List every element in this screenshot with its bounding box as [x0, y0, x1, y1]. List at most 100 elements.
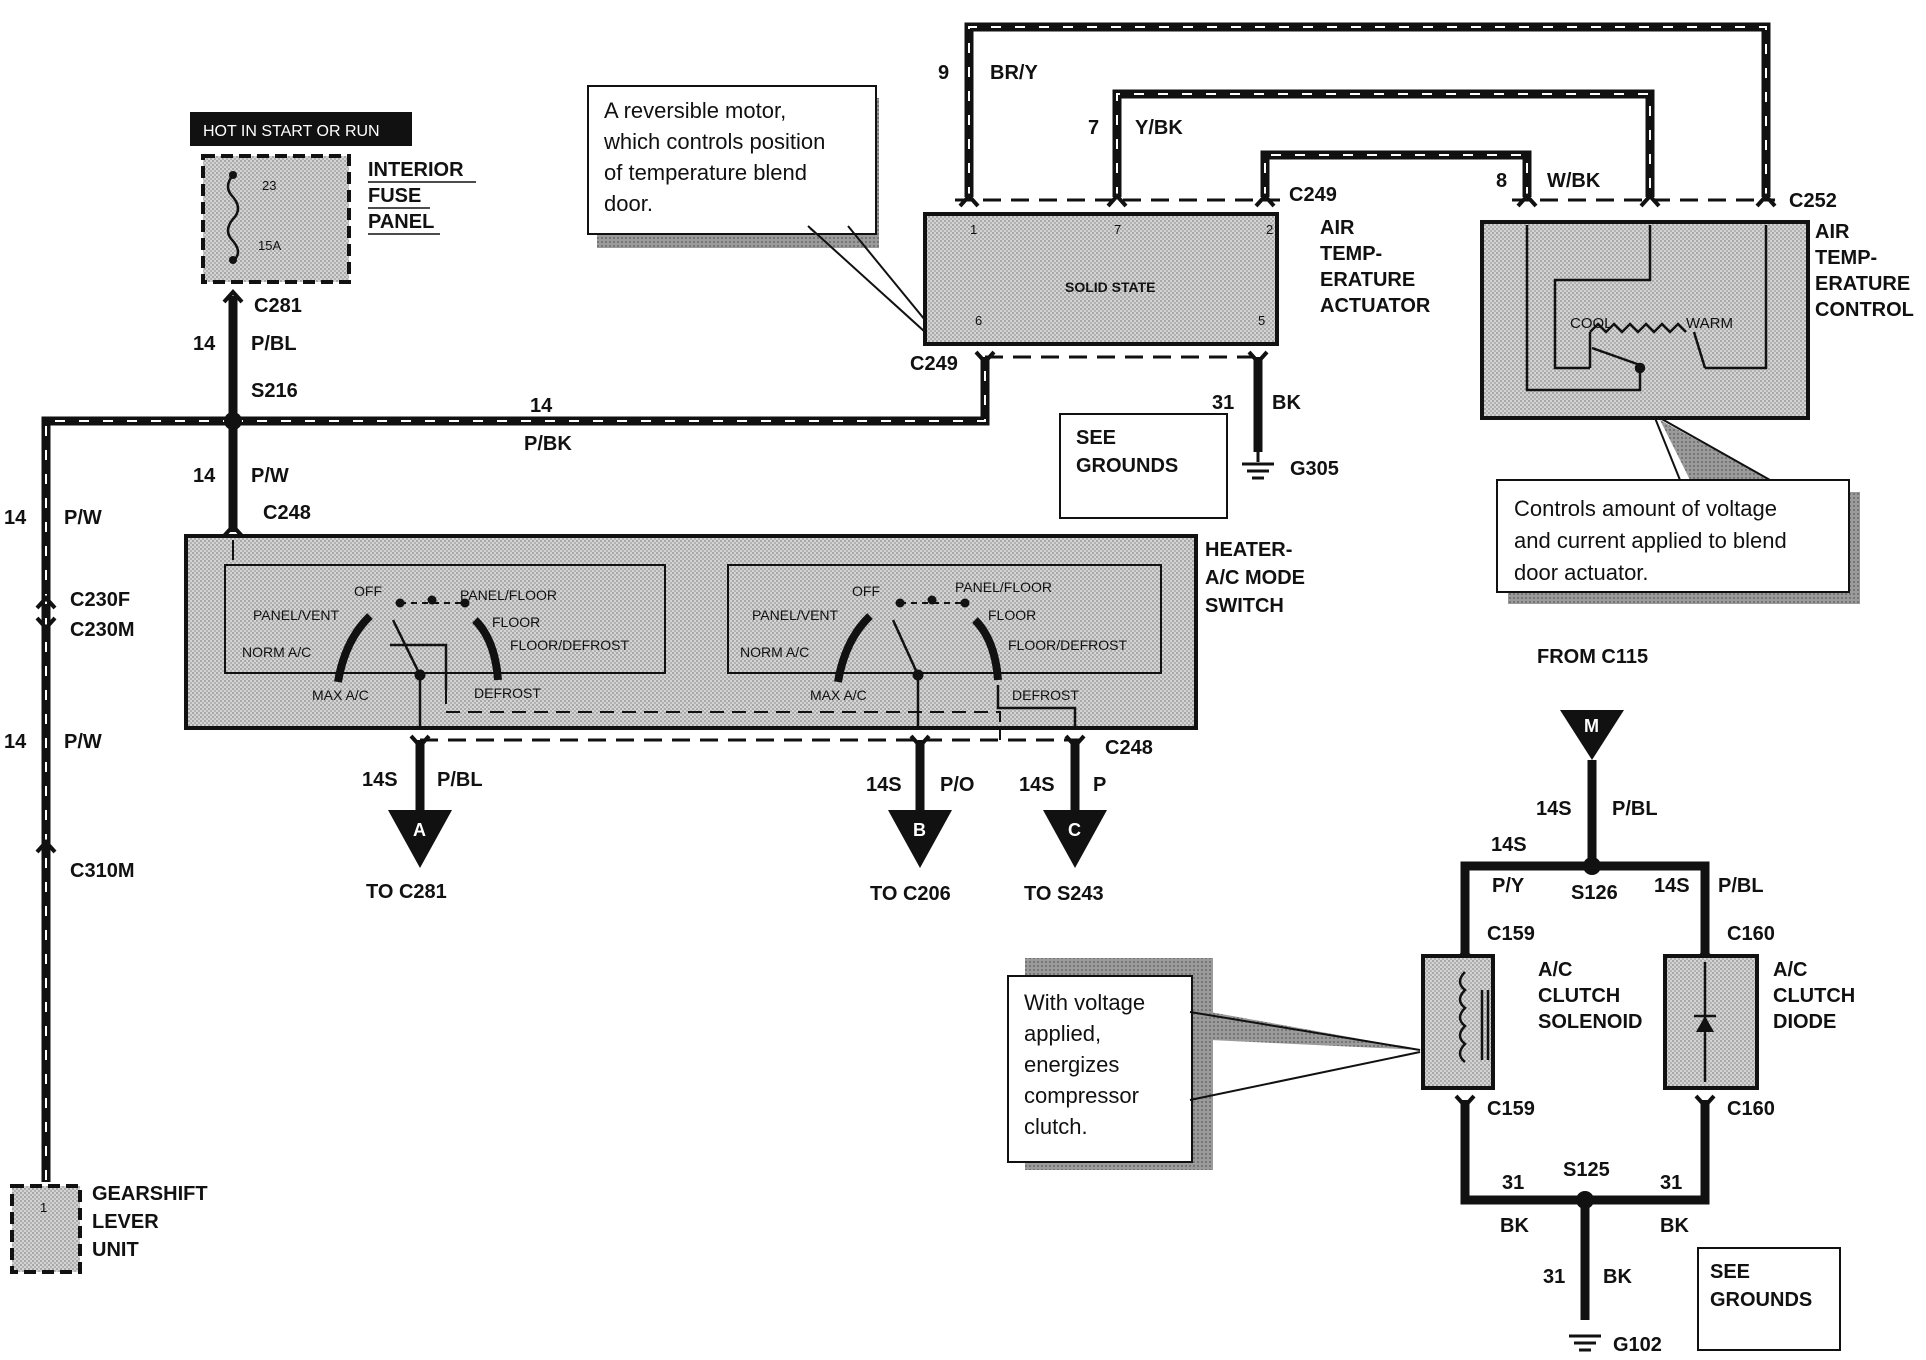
lbl-8: 8: [1496, 170, 1507, 192]
see-grounds-1-b: GROUNDS: [1076, 455, 1178, 477]
lbl-g305: G305: [1290, 458, 1339, 480]
left-panel-vent: PANEL/VENT: [253, 607, 340, 623]
lbl-pw-left2-color: P/W: [64, 731, 102, 753]
ground-g305-icon: [1242, 452, 1274, 480]
diode-name-2: CLUTCH: [1773, 985, 1855, 1007]
lbl-c249-top: C249: [1289, 184, 1337, 206]
see-grounds-2-b: GROUNDS: [1710, 1289, 1812, 1311]
right-norm-ac: NORM A/C: [740, 644, 809, 660]
lbl-c249-bottom: C249: [910, 353, 958, 375]
gearshift-name-3: UNIT: [92, 1239, 139, 1261]
lbl-g31r-color: BK: [1660, 1215, 1689, 1237]
lbl-c230m: C230M: [70, 619, 134, 641]
lbl-out-a-color: P/BL: [437, 769, 483, 791]
control-callout-2: and current applied to blend: [1514, 528, 1787, 553]
lbl-m-gauge: 14S: [1536, 798, 1572, 820]
lbl-14-pw-color: P/W: [251, 465, 289, 487]
left-floor-defrost: FLOOR/DEFROST: [510, 637, 629, 653]
lbl-ybk: Y/BK: [1135, 117, 1183, 139]
right-floor: FLOOR: [988, 607, 1036, 623]
control-name-3: ERATURE: [1815, 273, 1910, 295]
wire-tracers: [45, 26, 1767, 1182]
lbl-14-pw-gauge: 14: [193, 465, 216, 487]
lbl-14-pbk-gauge: 14: [530, 395, 553, 417]
lbl-c160-top: C160: [1727, 923, 1775, 945]
diode-icon: [1696, 1016, 1714, 1032]
output-c-arrow: [1043, 810, 1107, 868]
lbl-g31r-gauge: 31: [1660, 1172, 1682, 1194]
actuator-name-3: ERATURE: [1320, 269, 1415, 291]
lbl-pw-left1-color: P/W: [64, 507, 102, 529]
actuator-pin-7: 7: [1114, 222, 1121, 237]
solenoid-name-2: CLUTCH: [1538, 985, 1620, 1007]
lbl-c160-bottom: C160: [1727, 1098, 1775, 1120]
splice-s126: [1583, 857, 1601, 875]
clutch-callout-3: energizes: [1024, 1052, 1119, 1077]
lbl-c159-top: C159: [1487, 923, 1535, 945]
actuator-pin-1: 1: [970, 222, 977, 237]
lbl-c310m: C310M: [70, 860, 134, 882]
right-off: OFF: [852, 583, 880, 599]
wire-bry: [964, 22, 1771, 197]
see-grounds-1-a: SEE: [1076, 427, 1116, 449]
lbl-s125: S125: [1563, 1159, 1610, 1181]
clutch-callout-5: clutch.: [1024, 1114, 1088, 1139]
lbl-14-pbl-gauge: 14: [193, 333, 216, 355]
mode-switch-name-3: SWITCH: [1205, 595, 1284, 617]
mode-switch-name-1: HEATER-: [1205, 539, 1292, 561]
lbl-s126: S126: [1571, 882, 1618, 904]
callout-control: Controls amount of voltage and current a…: [1496, 417, 1860, 604]
clutch-callout-4: compressor: [1024, 1083, 1139, 1108]
fuse-rating: 15A: [258, 238, 281, 253]
lbl-s216: S216: [251, 380, 298, 402]
lbl-14-pbl-color: P/BL: [251, 333, 297, 355]
control-cool: COOL: [1570, 315, 1613, 332]
wire-pbk: [233, 357, 990, 426]
clutch-callout-2: applied,: [1024, 1021, 1101, 1046]
labels: C281 14 P/BL S216 14 P/BK 14 P/W C248 14…: [4, 62, 1837, 1356]
air-temp-control: COOL WARM AIR TEMP- ERATURE CONTROL: [1480, 220, 1914, 420]
lbl-py-gauge: 14S: [1491, 834, 1527, 856]
output-arrows: [388, 710, 1624, 868]
wire-pw-left: [41, 416, 233, 1182]
output-b-arrow: [888, 810, 952, 868]
ac-clutch-solenoid: A/C CLUTCH SOLENOID: [1421, 954, 1642, 1090]
air-temp-actuator: 1 7 2 6 5 SOLID STATE AIR TEMP- ERATURE …: [923, 212, 1431, 346]
lbl-m-color: P/BL: [1612, 798, 1658, 820]
output-a-dest: TO C281: [366, 881, 447, 903]
control-name-2: TEMP-: [1815, 247, 1877, 269]
right-panel-vent: PANEL/VENT: [752, 607, 839, 623]
left-panel-floor: PANEL/FLOOR: [460, 587, 557, 603]
left-max-ac: MAX A/C: [312, 687, 369, 703]
actuator-pin-2: 2: [1266, 222, 1273, 237]
lbl-14-left2-gauge: 14: [4, 731, 27, 753]
motor-callout-4: door.: [604, 191, 653, 216]
lbl-pbl2-gauge: 14S: [1654, 875, 1690, 897]
left-defrost: DEFROST: [474, 685, 541, 701]
fuse-panel-header-bg: [190, 112, 412, 146]
lbl-9: 9: [938, 62, 949, 84]
output-a-letter: A: [413, 820, 426, 840]
left-norm-ac: NORM A/C: [242, 644, 311, 660]
lbl-pbl2-color: P/BL: [1718, 875, 1764, 897]
lbl-g31d-color: BK: [1603, 1266, 1632, 1288]
fuse-panel-name-3: PANEL: [368, 211, 434, 233]
control-box: [1480, 220, 1810, 420]
actuator-pin-6: 6: [975, 313, 982, 328]
from-c115: FROM C115: [1537, 646, 1648, 668]
right-max-ac: MAX A/C: [810, 687, 867, 703]
lbl-31: 31: [1212, 392, 1234, 414]
lbl-out-a-gauge: 14S: [362, 769, 398, 791]
actuator-name-2: TEMP-: [1320, 243, 1382, 265]
fuse-panel-name-2: FUSE: [368, 185, 421, 207]
lbl-c252: C252: [1789, 190, 1837, 212]
see-grounds-2-a: SEE: [1710, 1261, 1750, 1283]
lbl-bk: BK: [1272, 392, 1301, 414]
control-name-4: CONTROL: [1815, 299, 1914, 321]
left-floor: FLOOR: [492, 614, 540, 630]
solenoid-name-1: A/C: [1538, 959, 1572, 981]
control-name-1: AIR: [1815, 221, 1850, 243]
lbl-c230f: C230F: [70, 589, 130, 611]
control-warm: WARM: [1686, 315, 1733, 332]
